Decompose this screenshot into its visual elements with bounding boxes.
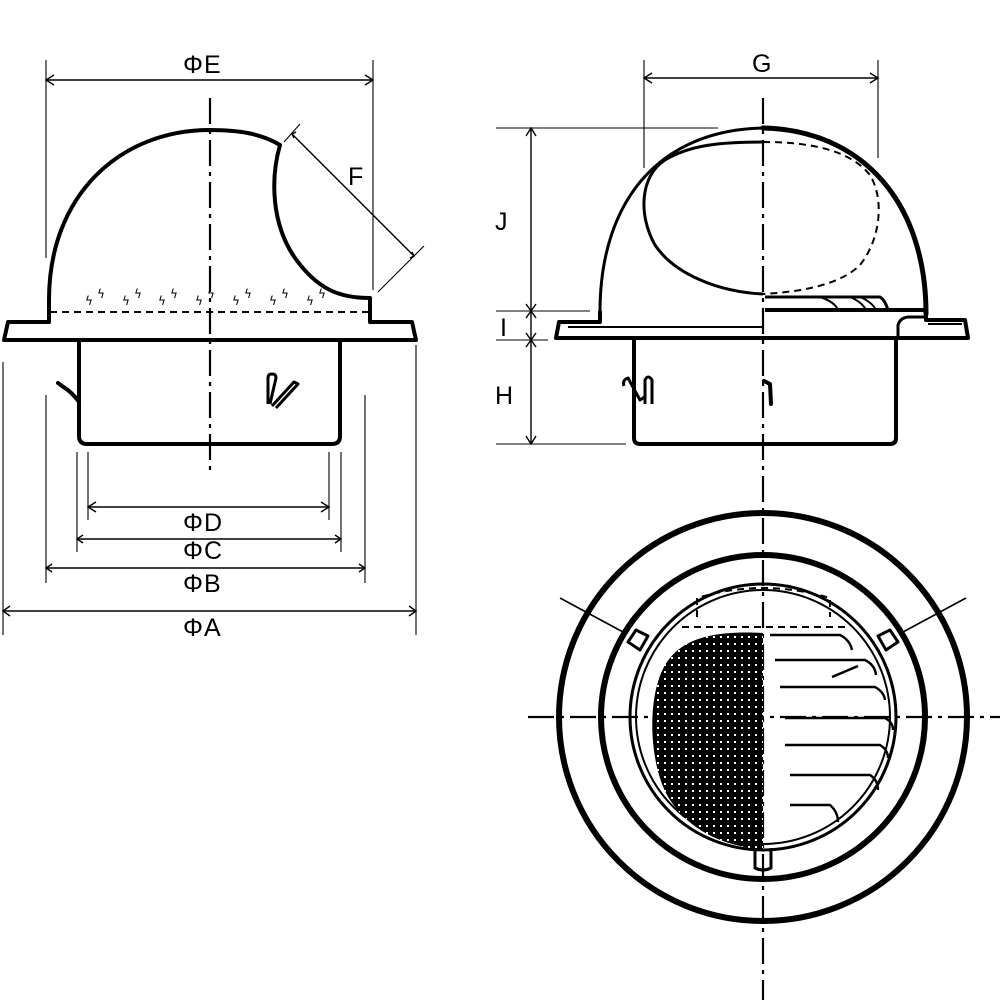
svg-text:ϟ: ϟ <box>269 294 277 308</box>
dimension-label-j: J <box>495 208 509 236</box>
dimension-label-h: H <box>495 382 514 410</box>
svg-text:ϟ: ϟ <box>207 287 215 301</box>
svg-text:ϟ: ϟ <box>244 287 252 301</box>
latch-icon <box>266 372 300 410</box>
dimension-label-i: I <box>500 314 508 342</box>
svg-text:ϟ: ϟ <box>85 294 93 308</box>
svg-text:ϟ: ϟ <box>195 294 203 308</box>
bottom-view <box>528 510 1000 924</box>
mesh-screen <box>652 632 763 850</box>
dimension-label-phi-c: ΦC <box>183 537 223 565</box>
svg-text:ϟ: ϟ <box>281 287 289 301</box>
svg-text:ϟ: ϟ <box>97 287 105 301</box>
mesh-hatch: ϟ ϟ ϟ ϟ ϟ ϟ ϟ ϟ ϟ ϟ ϟ ϟ ϟ ϟ <box>85 287 326 308</box>
dimension-label-g: G <box>752 50 772 78</box>
dimension-label-phi-e: ΦE <box>183 51 222 79</box>
svg-text:ϟ: ϟ <box>122 294 130 308</box>
dimension-label-phi-b: ΦB <box>183 570 222 598</box>
louver-blades <box>770 633 895 823</box>
side-section-view: G J I H <box>495 50 970 1000</box>
svg-text:ϟ: ϟ <box>170 287 178 301</box>
dimension-label-phi-a: ΦA <box>183 614 222 642</box>
svg-text:ϟ: ϟ <box>232 294 240 308</box>
front-side-view: ϟ ϟ ϟ ϟ ϟ ϟ ϟ ϟ ϟ ϟ ϟ ϟ ϟ ϟ <box>1 51 425 642</box>
svg-text:ϟ: ϟ <box>158 294 166 308</box>
dimension-label-f: F <box>348 163 364 191</box>
svg-text:ϟ: ϟ <box>318 287 326 301</box>
svg-text:ϟ: ϟ <box>134 287 142 301</box>
svg-text:ϟ: ϟ <box>306 294 314 308</box>
dimension-label-phi-d: ΦD <box>183 509 223 537</box>
